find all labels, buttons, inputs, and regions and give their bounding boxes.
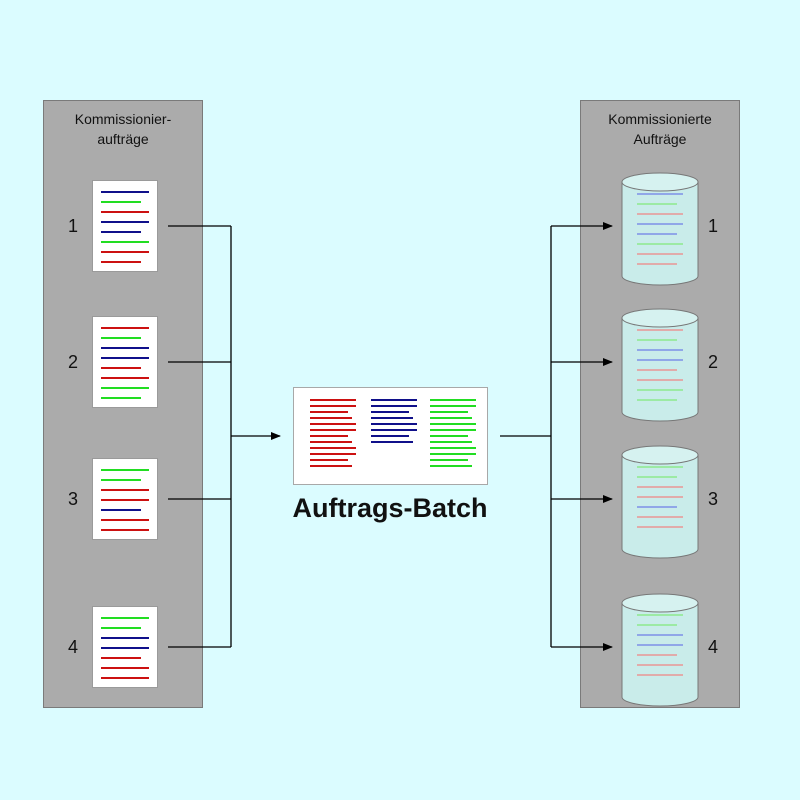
picked-order-container-4 <box>620 593 700 709</box>
cylinder-top <box>621 308 699 328</box>
picked-order-container-3 <box>620 445 700 561</box>
picked-order-number: 3 <box>707 489 718 509</box>
left-panel-title: Kommissionier- aufträge <box>74 111 172 147</box>
cylinder-top <box>621 172 699 192</box>
picked-order-container-1 <box>620 172 700 288</box>
order-document-1 <box>92 180 158 272</box>
right-panel-title: Kommissionierte Aufträge <box>608 111 712 147</box>
order-document-2 <box>92 316 158 408</box>
cylinder-top <box>621 445 699 465</box>
order-number: 4 <box>67 637 78 657</box>
order-number: 3 <box>67 489 78 509</box>
cylinder-top <box>621 593 699 613</box>
batch-label: Auftrags-Batch <box>292 493 488 523</box>
order-document-3 <box>92 458 158 540</box>
batch-card <box>293 387 488 485</box>
picked-order-container-2 <box>620 308 700 424</box>
order-number: 1 <box>67 216 78 236</box>
picked-order-number: 1 <box>707 216 718 236</box>
picked-order-number: 2 <box>707 352 718 372</box>
order-document-4 <box>92 606 158 688</box>
order-number: 2 <box>67 352 78 372</box>
picked-order-number: 4 <box>707 637 718 657</box>
